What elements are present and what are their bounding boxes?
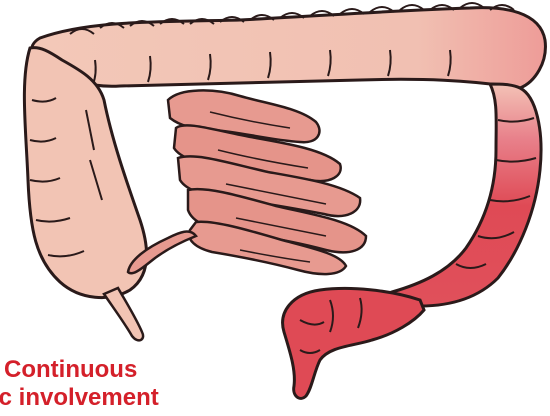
figure-caption: Continuous ic involvement — [0, 356, 300, 412]
caption-line-2: ic involvement — [0, 384, 300, 412]
small-intestine — [128, 90, 366, 274]
sigmoid-rectum — [283, 288, 424, 398]
descending-colon — [392, 84, 541, 306]
appendix — [104, 288, 143, 340]
caption-line-1: Continuous — [0, 356, 300, 384]
transverse-colon — [32, 8, 546, 88]
